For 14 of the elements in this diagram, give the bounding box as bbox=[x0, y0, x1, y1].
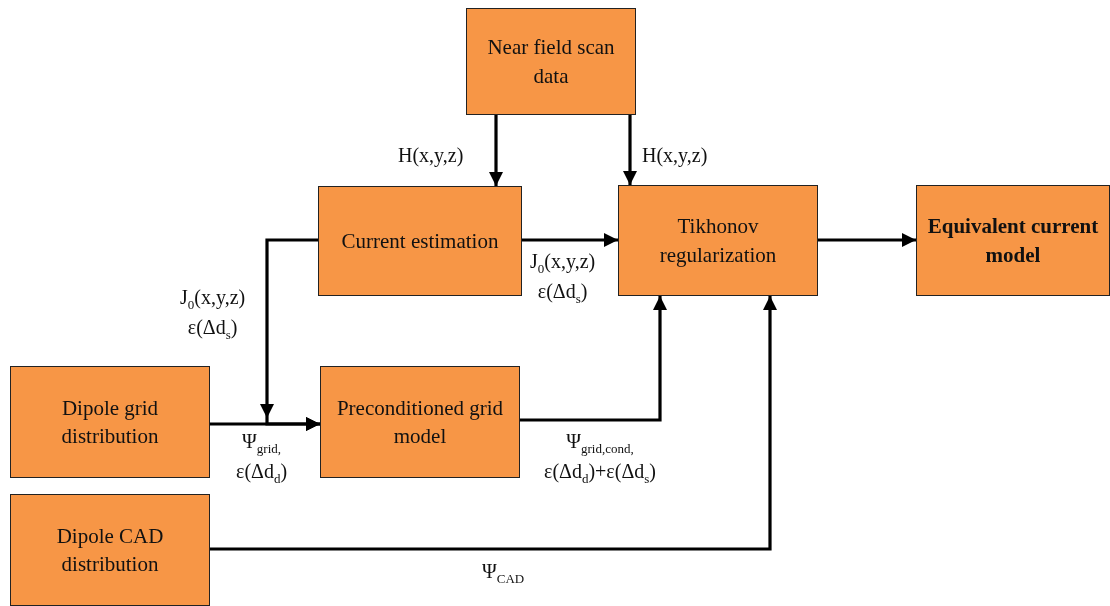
process-box bbox=[10, 494, 210, 606]
box-label: Dipole grid distribution bbox=[60, 394, 160, 450]
box-label: Preconditioned grid model bbox=[335, 394, 505, 450]
box-label: Equivalent current model bbox=[926, 213, 1100, 269]
box-label: Current estimation bbox=[341, 227, 499, 255]
process-box bbox=[10, 366, 210, 478]
box-label: Tikhonov regularization bbox=[658, 213, 778, 269]
box-label: Dipole CAD distribution bbox=[55, 522, 165, 578]
process-box bbox=[916, 185, 1110, 296]
box-label: Near field scan data bbox=[486, 34, 616, 90]
process-box bbox=[466, 8, 636, 115]
process-box bbox=[318, 186, 522, 296]
process-box bbox=[320, 366, 520, 478]
process-box bbox=[618, 185, 818, 296]
